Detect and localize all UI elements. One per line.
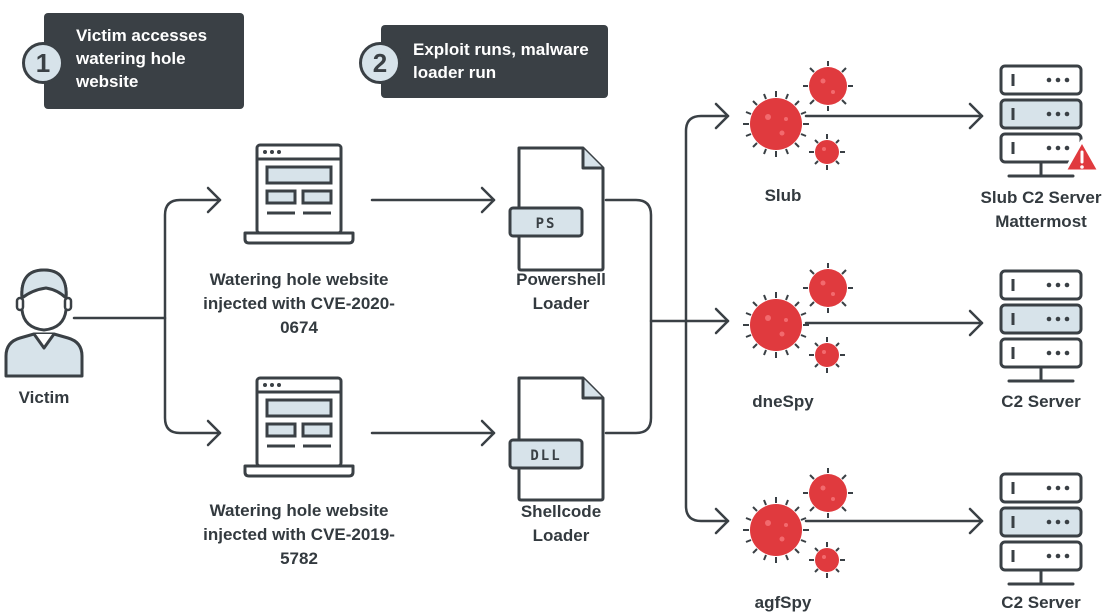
arrow-to-shellcode-loader xyxy=(480,419,496,447)
arrow-to-slub-c2 xyxy=(968,102,984,130)
website-1-label: Watering hole website injected with CVE-… xyxy=(203,270,395,337)
website-2-laptop-icon xyxy=(243,376,355,478)
dnespy-label: dneSpy xyxy=(752,392,814,411)
malware-fan-connector xyxy=(684,114,730,523)
step-2-callout: Exploit runs, malware loader run xyxy=(381,25,608,98)
step-2-text: Exploit runs, malware loader run xyxy=(413,40,589,82)
step-1-badge: 1 xyxy=(22,42,64,84)
arrow-to-powershell-loader xyxy=(480,186,496,214)
slub-c2-server-icon xyxy=(999,64,1083,178)
arrow-to-agfspy-c2 xyxy=(968,507,984,535)
dnespy-c2-server-label: C2 Server xyxy=(1001,392,1081,411)
connectors xyxy=(72,102,984,535)
agfspy-label: agfSpy xyxy=(754,593,812,612)
arrow-to-slub xyxy=(714,102,730,130)
dnespy-virus-icon xyxy=(742,262,854,374)
shellcode-loader-document-icon: DLL xyxy=(508,376,605,502)
agfspy-c2-server-icon xyxy=(999,472,1083,586)
website-2-label: Watering hole website injected with CVE-… xyxy=(203,501,395,568)
step-2-badge: 2 xyxy=(359,42,401,84)
arrow-to-agfspy xyxy=(714,507,730,535)
arrow-to-website-1 xyxy=(206,186,222,214)
website-1-laptop-icon xyxy=(243,143,355,245)
shellcode-loader-label: Shellcode Loader xyxy=(520,502,602,545)
powershell-loader-label: Powershell Loader xyxy=(516,270,606,313)
loader-merge-connector xyxy=(604,198,653,435)
slub-c2-server-label: Slub C2 Server Mattermost xyxy=(980,188,1102,231)
dnespy-c2-server-icon xyxy=(999,269,1083,383)
powershell-loader-document-icon: PS xyxy=(508,146,605,272)
slub-label: Slub xyxy=(764,186,802,205)
victim-branch-connector xyxy=(163,198,222,435)
step-1-callout: Victim accesses watering hole website xyxy=(44,13,244,109)
powershell-loader-tag: PS xyxy=(536,216,557,232)
shellcode-loader-tag: DLL xyxy=(530,448,561,464)
victim-label: Victim xyxy=(18,388,70,407)
step-1-text: Victim accesses watering hole website xyxy=(76,26,208,91)
arrow-to-website-2 xyxy=(206,419,222,447)
victim-person-icon xyxy=(4,268,84,378)
agfspy-c2-server-label: C2 Server xyxy=(1001,593,1081,612)
arrow-to-dnespy xyxy=(714,307,730,335)
agfspy-virus-icon xyxy=(742,467,854,579)
arrow-to-dnespy-c2 xyxy=(968,309,984,337)
